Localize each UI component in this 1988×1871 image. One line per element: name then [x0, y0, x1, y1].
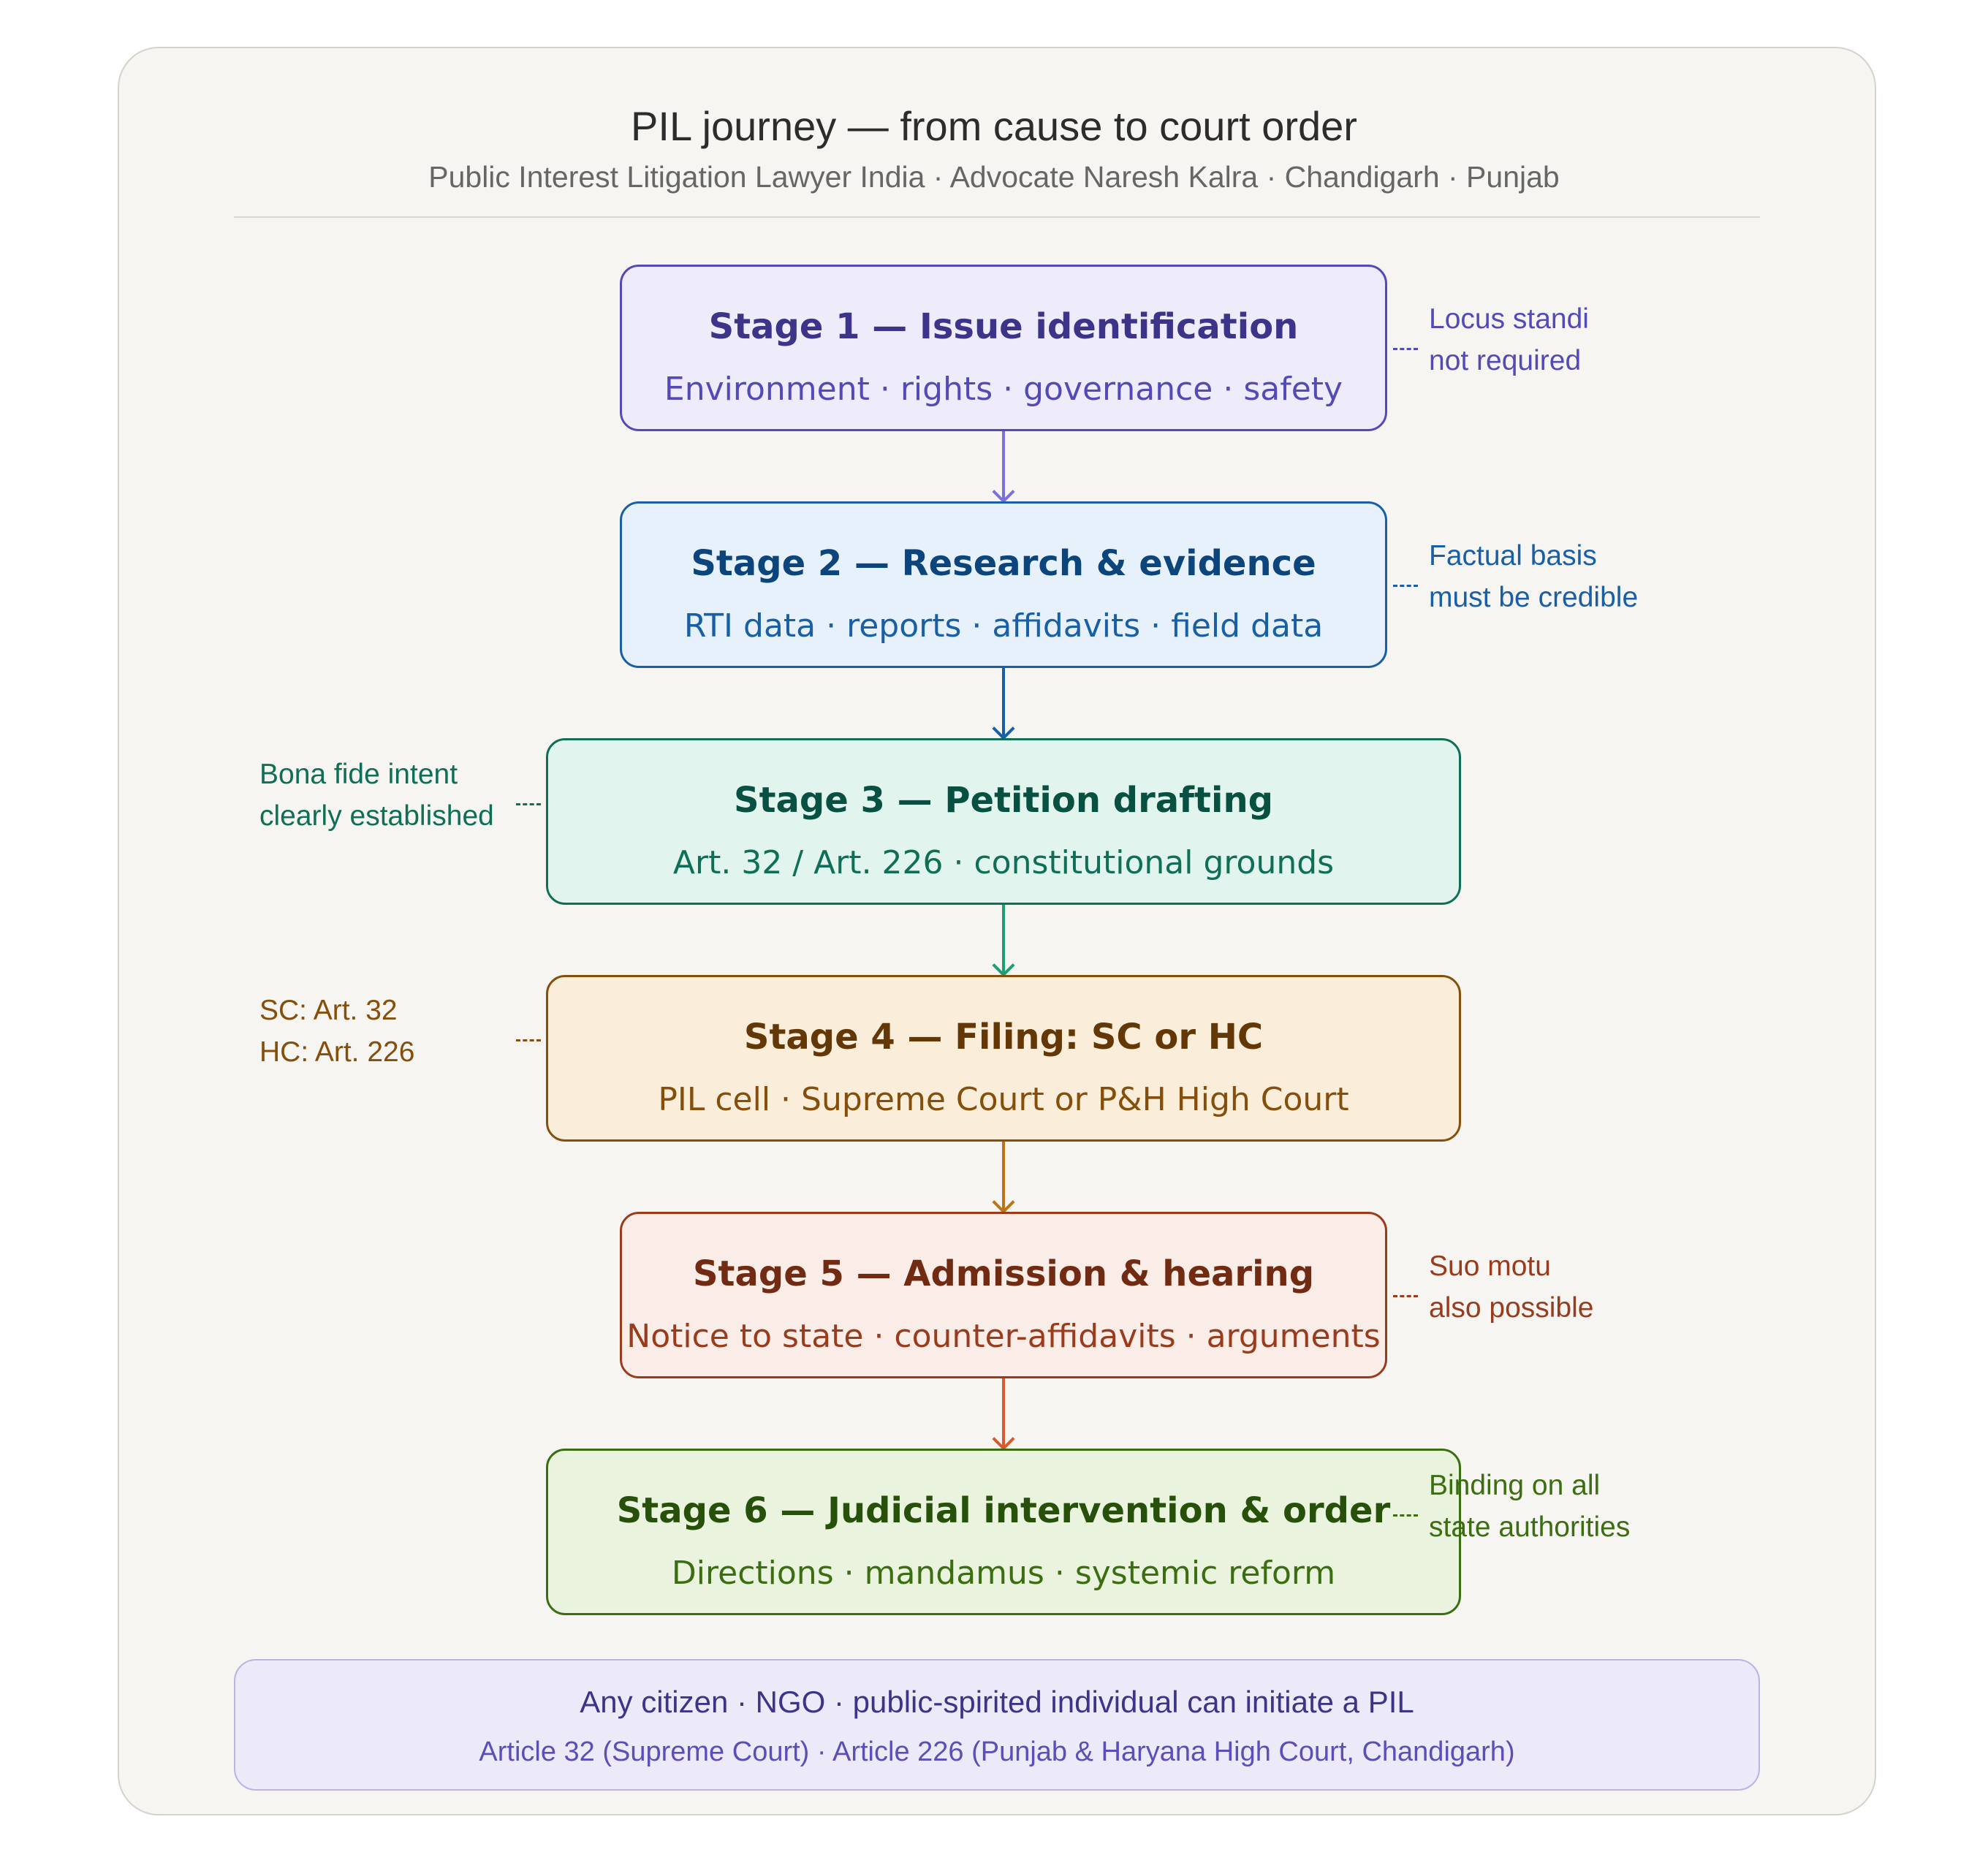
- stage-2-note-line-1: Factual basis: [1429, 540, 1597, 572]
- stage-2-box: Stage 2 — Research & evidence RTI data ·…: [620, 501, 1387, 668]
- footer-box: Any citizen · NGO · public-spirited indi…: [234, 1659, 1760, 1791]
- stage-2-note-connector: [1393, 585, 1418, 587]
- stage-4-note-line-2: HC: Art. 226: [259, 1036, 415, 1068]
- stage-4-title: Stage 4 — Filing: SC or HC: [743, 1017, 1264, 1058]
- stage-2-title: Stage 2 — Research & evidence: [691, 543, 1316, 584]
- stage-1-box: Stage 1 — Issue identification Environme…: [620, 265, 1387, 431]
- stage-5-desc: Notice to state · counter-affidavits · a…: [626, 1318, 1381, 1355]
- stage-4-note: SC: Art. 32 HC: Art. 226: [259, 990, 414, 1073]
- diagram-subtitle: Public Interest Litigation Lawyer India …: [428, 160, 1560, 194]
- stage-2-note: Factual basis must be credible: [1429, 535, 1638, 618]
- stage-5-to-6-arrow: [1002, 1378, 1005, 1449]
- stage-6-note: Binding on all state authorities: [1429, 1465, 1630, 1548]
- stage-2-to-3-arrow: [1002, 668, 1005, 738]
- stage-4-note-connector: [516, 1039, 541, 1041]
- stage-4-desc: PIL cell · Supreme Court or P&H High Cou…: [658, 1081, 1349, 1118]
- stage-6-title: Stage 6 — Judicial intervention & order: [616, 1490, 1391, 1531]
- stage-6-note-line-2: state authorities: [1429, 1511, 1631, 1543]
- stage-2-note-line-2: must be credible: [1429, 582, 1639, 613]
- stage-5-title: Stage 5 — Admission & hearing: [692, 1253, 1315, 1294]
- footer-line-2: Article 32 (Supreme Court) · Article 226…: [479, 1737, 1515, 1767]
- stage-5-note: Suo motu also possible: [1429, 1245, 1593, 1329]
- footer-line-1: Any citizen · NGO · public-spirited indi…: [580, 1685, 1414, 1719]
- stage-5-note-line-2: also possible: [1429, 1292, 1594, 1324]
- stage-3-desc: Art. 32 / Art. 226 · constitutional grou…: [672, 844, 1335, 881]
- stage-3-title: Stage 3 — Petition drafting: [734, 780, 1273, 821]
- stage-1-note-connector: [1393, 348, 1418, 350]
- stage-1-note-line-1: Locus standi: [1429, 303, 1589, 335]
- stage-1-title: Stage 1 — Issue identification: [708, 306, 1299, 347]
- stage-4-box: Stage 4 — Filing: SC or HC PIL cell · Su…: [546, 975, 1461, 1142]
- stage-4-to-5-arrow: [1002, 1142, 1005, 1212]
- stage-2-desc: RTI data · reports · affidavits · field …: [683, 607, 1324, 645]
- stage-3-note-connector: [516, 803, 541, 805]
- stage-6-note-line-1: Binding on all: [1429, 1470, 1601, 1501]
- stage-5-note-connector: [1393, 1295, 1418, 1297]
- stage-1-note-line-2: not required: [1429, 345, 1582, 376]
- stage-3-to-4-arrow: [1002, 905, 1005, 975]
- stage-1-note: Locus standi not required: [1429, 298, 1589, 382]
- diagram-title: PIL journey — from cause to court order: [631, 103, 1357, 149]
- stage-5-note-line-1: Suo motu: [1429, 1251, 1551, 1282]
- stage-6-note-connector: [1393, 1514, 1418, 1517]
- stage-3-note-line-1: Bona fide intent: [259, 759, 458, 790]
- stage-3-note: Bona fide intent clearly established: [259, 754, 494, 837]
- stage-6-desc: Directions · mandamus · systemic reform: [671, 1555, 1336, 1592]
- stage-4-note-line-1: SC: Art. 32: [259, 995, 398, 1026]
- stage-3-box: Stage 3 — Petition drafting Art. 32 / Ar…: [546, 738, 1461, 905]
- stage-6-box: Stage 6 — Judicial intervention & order …: [546, 1449, 1461, 1615]
- header-divider: [234, 216, 1760, 218]
- stage-1-desc: Environment · rights · governance · safe…: [664, 371, 1343, 408]
- stage-3-note-line-2: clearly established: [259, 800, 494, 832]
- stage-1-to-2-arrow: [1002, 431, 1005, 501]
- stage-5-box: Stage 5 — Admission & hearing Notice to …: [620, 1212, 1387, 1378]
